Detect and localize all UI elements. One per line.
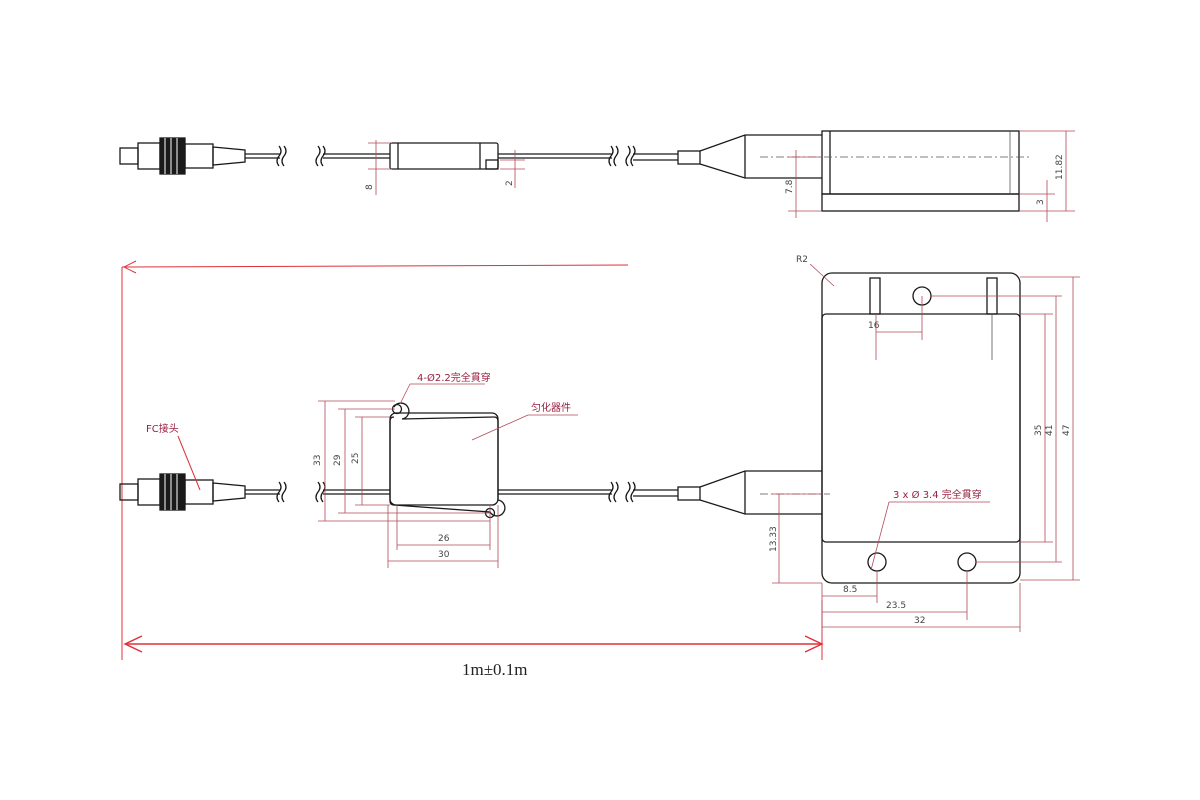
dim-8: 8 bbox=[365, 184, 375, 190]
dim-7-8: 7.8 bbox=[785, 179, 795, 194]
overall-length-dimension: 1m±0.1m bbox=[121, 260, 824, 679]
laser-module-side-view: 7.8 11.82 3 bbox=[625, 130, 1075, 222]
dim-13-33: 13.33 bbox=[769, 526, 779, 552]
dim-29: 29 bbox=[333, 454, 343, 466]
fc-label: FC接头 bbox=[146, 422, 179, 435]
dim-11-82: 11.82 bbox=[1055, 154, 1065, 180]
fc-connector-top-view: FC接头 bbox=[119, 422, 287, 511]
r2-label: R2 bbox=[796, 255, 808, 265]
dim-33: 33 bbox=[313, 455, 323, 466]
hole-note-small: 4-Ø2.2完全貫穿 bbox=[417, 371, 491, 384]
length-label: 1m±0.1m bbox=[462, 660, 528, 679]
fc-connector-side-view bbox=[119, 137, 287, 175]
laser-module-top-view: R2 16 35 41 47 13.33 3 x Ø 3.4 完全貫穿 8 bbox=[625, 255, 1080, 632]
dim-2: 2 bbox=[505, 180, 515, 186]
dim-8-5: 8.5 bbox=[843, 585, 857, 595]
homogenizer-side-view: 8 2 bbox=[315, 140, 619, 195]
dim-25: 25 bbox=[351, 453, 361, 464]
dim-23-5: 23.5 bbox=[886, 601, 906, 611]
dim-26: 26 bbox=[438, 534, 450, 544]
device-label: 匀化器件 bbox=[531, 401, 571, 414]
hole-note-large: 3 x Ø 3.4 完全貫穿 bbox=[893, 488, 982, 501]
dim-16: 16 bbox=[868, 321, 880, 331]
dim-47: 47 bbox=[1062, 425, 1072, 436]
dim-3: 3 bbox=[1036, 199, 1046, 205]
dim-41: 41 bbox=[1045, 425, 1055, 436]
dim-32: 32 bbox=[914, 616, 925, 626]
dim-35: 35 bbox=[1034, 425, 1044, 436]
dim-30: 30 bbox=[438, 550, 450, 560]
homogenizer-top-view: 4-Ø2.2完全貫穿 匀化器件 33 29 25 26 30 bbox=[313, 371, 619, 568]
